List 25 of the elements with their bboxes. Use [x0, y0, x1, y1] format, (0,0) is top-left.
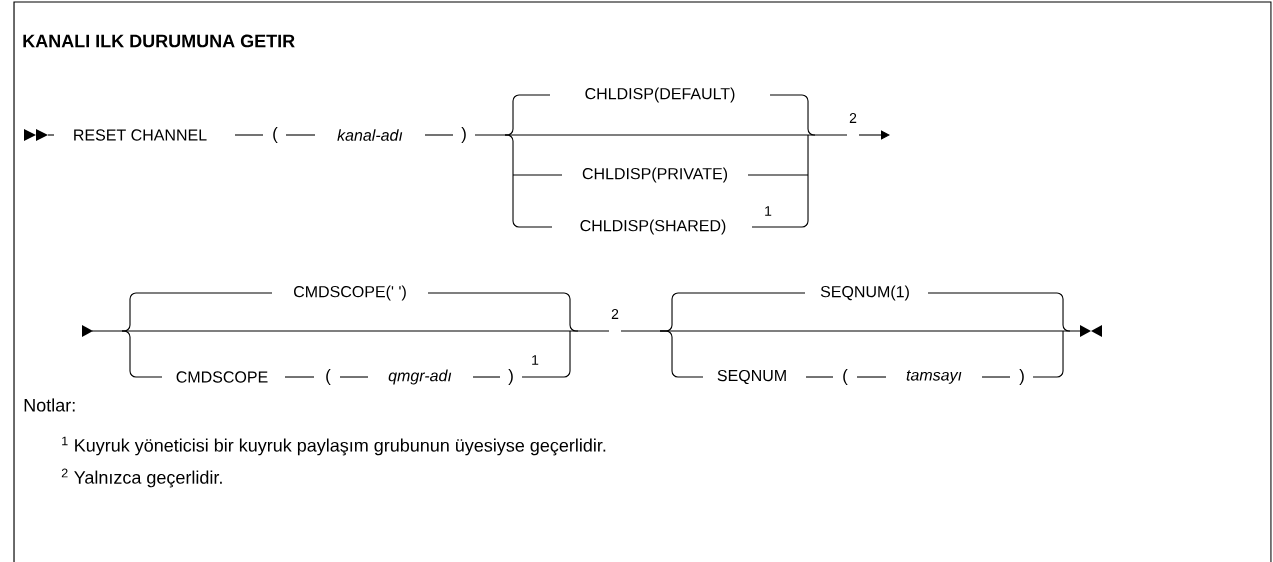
- variable-name: kanal-adı: [337, 129, 403, 141]
- parenthesis: ): [1019, 369, 1024, 385]
- syntax-keyword: SEQNUM(1): [820, 285, 909, 301]
- syntax-keyword: CHLDISP(DEFAULT): [585, 87, 735, 103]
- syntax-keyword: CMDSCOPE: [176, 371, 268, 383]
- syntax-keyword: SEQNUM: [717, 369, 786, 385]
- footnote-number: 1: [532, 355, 539, 365]
- footnote-text: $^{2}$ Yalnızca geçerlidir.: [61, 468, 222, 488]
- syntax-keyword: CMDSCOPE(' '): [294, 285, 406, 301]
- parenthesis: ): [508, 369, 513, 385]
- parenthesis: (: [843, 369, 848, 385]
- variable-name: tamsayı: [906, 370, 962, 384]
- footnote-number: 1: [765, 206, 772, 216]
- parenthesis: (: [326, 369, 331, 385]
- syntax-keyword: CHLDISP(PRIVATE): [582, 167, 728, 183]
- notes-heading: Notlar:: [24, 398, 75, 412]
- syntax-keyword: CHLDISP(SHARED): [580, 219, 726, 235]
- parenthesis: (: [273, 127, 278, 143]
- syntax-keyword: RESET CHANNEL: [74, 129, 207, 141]
- footnote-number: 2: [849, 113, 857, 123]
- parenthesis: ): [461, 127, 466, 143]
- footnote-number: 2: [611, 309, 619, 319]
- diagram-title: KANALI ILK DURUMUNA GETIR: [23, 34, 295, 48]
- variable-name: qmgr-adı: [388, 369, 452, 385]
- footnote-text: $^{1}$ Kuyruk yöneticisi bir kuyruk paylaşım grubunun üyesiyse geçerlidir.: [62, 436, 606, 456]
